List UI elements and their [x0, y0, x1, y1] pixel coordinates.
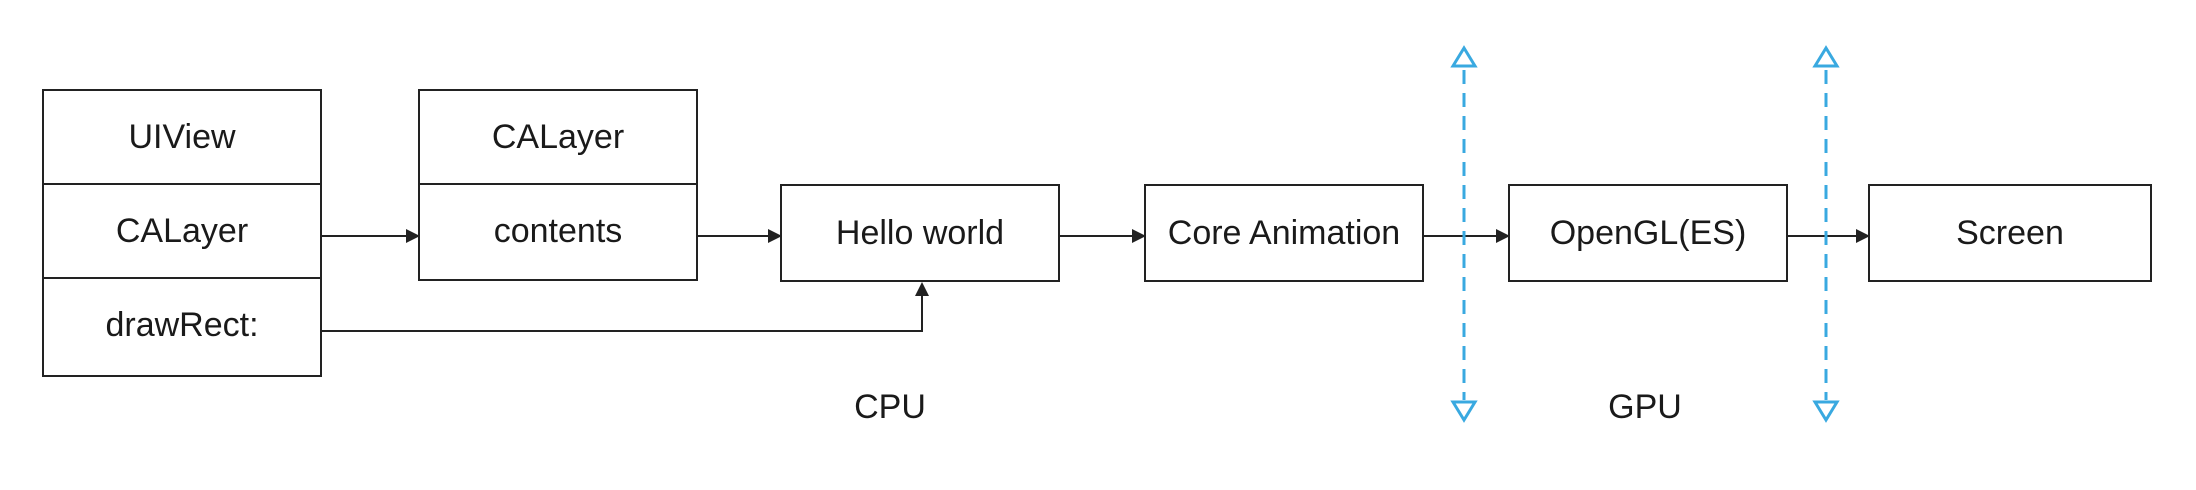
core-animation-box: Core Animation	[1144, 184, 1424, 282]
view-stack: UIView CALayer drawRect:	[42, 89, 322, 377]
cpu-gpu-divider	[1450, 45, 1478, 423]
arrow-drawrect-to-hello-world	[322, 282, 929, 332]
screen-box: Screen	[1868, 184, 2152, 282]
cpu-label: CPU	[854, 388, 926, 426]
hello-world-box: Hello world	[780, 184, 1060, 282]
gpu-screen-divider	[1812, 45, 1840, 423]
layer-stack-cell-contents: contents	[493, 211, 623, 250]
layer-stack: CALayer contents	[418, 89, 698, 281]
opengl-box: OpenGL(ES)	[1508, 184, 1788, 282]
layer-stack-cell-calayer: CALayer	[420, 91, 696, 185]
view-stack-cell-uiview: UIView	[44, 91, 320, 185]
view-stack-cell-calayer: CALayer	[44, 185, 320, 279]
gpu-label: GPU	[1608, 388, 1682, 426]
view-stack-cell-drawrect: drawRect:	[105, 305, 259, 344]
